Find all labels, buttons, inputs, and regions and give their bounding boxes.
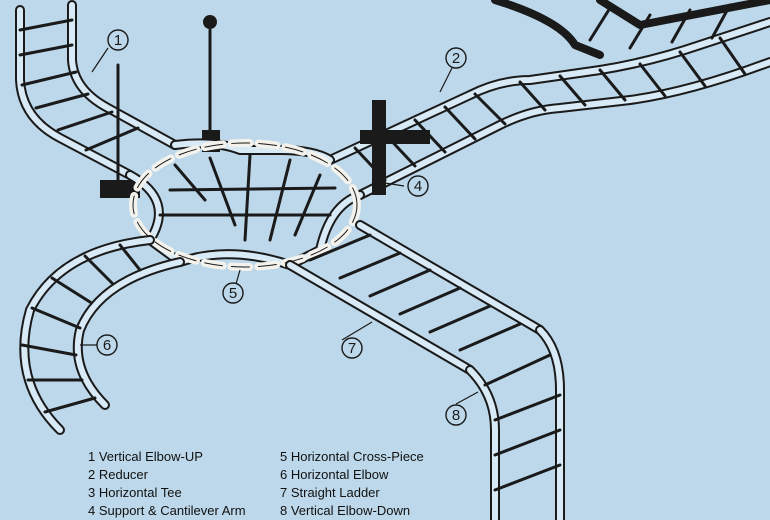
- reducer: [325, 0, 770, 200]
- callout-5: 5: [222, 282, 244, 304]
- callout-number: 8: [452, 407, 460, 424]
- legend-item-3: 3 Horizontal Tee: [88, 485, 182, 500]
- legend-item-8: 8 Vertical Elbow-Down: [280, 503, 411, 518]
- legend-item-4: 4 Support & Cantilever Arm: [88, 503, 246, 518]
- leader-lines: [80, 47, 479, 405]
- callout-number: 4: [414, 178, 422, 195]
- callout-2: 2: [445, 47, 467, 69]
- legend-item-5: 5 Horizontal Cross-Piece: [280, 449, 424, 464]
- callout-number: 6: [103, 337, 111, 354]
- callout-number: 1: [114, 32, 122, 49]
- callout-7: 7: [341, 337, 363, 359]
- callout-number: 2: [452, 50, 460, 67]
- support-cantilever-arm: [100, 15, 430, 198]
- callout-1: 1: [107, 29, 129, 51]
- ladder-structure: [15, 0, 770, 520]
- callout-number: 5: [229, 285, 237, 302]
- callout-4: 4: [407, 175, 429, 197]
- straight-ladder: [285, 220, 545, 375]
- legend-item-7: 7 Straight Ladder: [280, 485, 380, 500]
- legend-item-2: 2 Reducer: [88, 467, 148, 482]
- callout-6: 6: [96, 334, 118, 356]
- callout-number: 7: [348, 340, 356, 357]
- vertical-elbow-up: [15, 0, 180, 180]
- legend: 1 Vertical Elbow-UP 5 Horizontal Cross-P…: [88, 448, 480, 519]
- legend-item-6: 6 Horizontal Elbow: [280, 467, 389, 482]
- vertical-elbow-down: [465, 325, 565, 520]
- horizontal-elbow: [19, 235, 185, 435]
- callout-8: 8: [445, 404, 467, 426]
- horizontal-cross-piece: [125, 138, 365, 271]
- legend-item-1: 1 Vertical Elbow-UP: [88, 449, 203, 464]
